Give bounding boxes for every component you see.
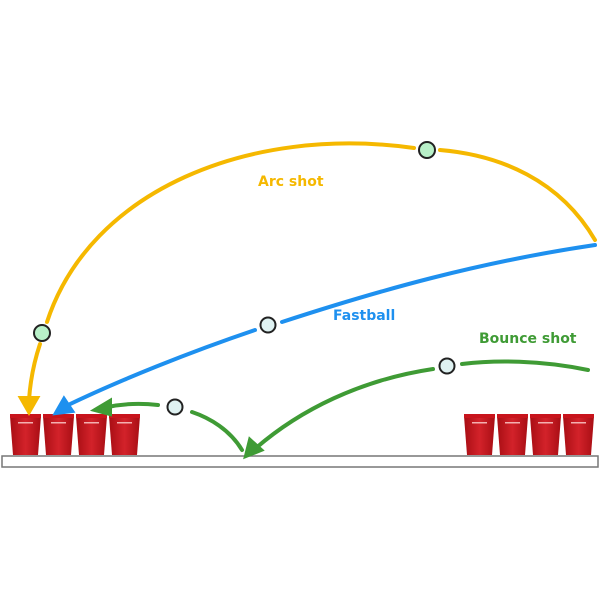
cup [464, 414, 495, 455]
fastball-arrowhead [52, 395, 76, 416]
bounce-curve-3 [190, 410, 244, 452]
cup [76, 414, 107, 455]
bounce-curve-4 [106, 401, 160, 409]
arc-shot-curve-2 [45, 141, 416, 324]
fastball-curve-1 [280, 243, 597, 324]
bounce-curve-2 [254, 367, 435, 450]
arc-shot-arrowhead [17, 396, 41, 417]
bounce-shot-path [89, 359, 590, 460]
bounce-arrowhead-1 [243, 436, 265, 460]
right-cups [464, 414, 594, 455]
cup [10, 414, 41, 455]
arc-shot-curve-3 [27, 342, 42, 402]
fastball-curve-2 [64, 328, 257, 408]
fastball-label: Fastball [333, 308, 395, 324]
arc-ball-left [33, 324, 51, 342]
cup [109, 414, 140, 455]
bounce-arrowhead-2 [89, 397, 112, 417]
fastball-path [52, 243, 597, 416]
arc-shot-curve-1 [438, 148, 597, 242]
cup [563, 414, 594, 455]
bounce-curve-1 [460, 359, 590, 372]
cup [497, 414, 528, 455]
arc-shot-label: Arc shot [258, 174, 324, 190]
left-cups [10, 414, 140, 455]
table [1, 455, 599, 468]
cup [43, 414, 74, 455]
arc-ball-top [418, 141, 436, 159]
bounce-shot-label: Bounce shot [479, 331, 577, 347]
bounce-ball-right [438, 357, 456, 375]
arc-shot-path [17, 141, 597, 417]
cup [530, 414, 561, 455]
fastball-ball [259, 316, 277, 334]
bounce-ball-left [166, 398, 184, 416]
